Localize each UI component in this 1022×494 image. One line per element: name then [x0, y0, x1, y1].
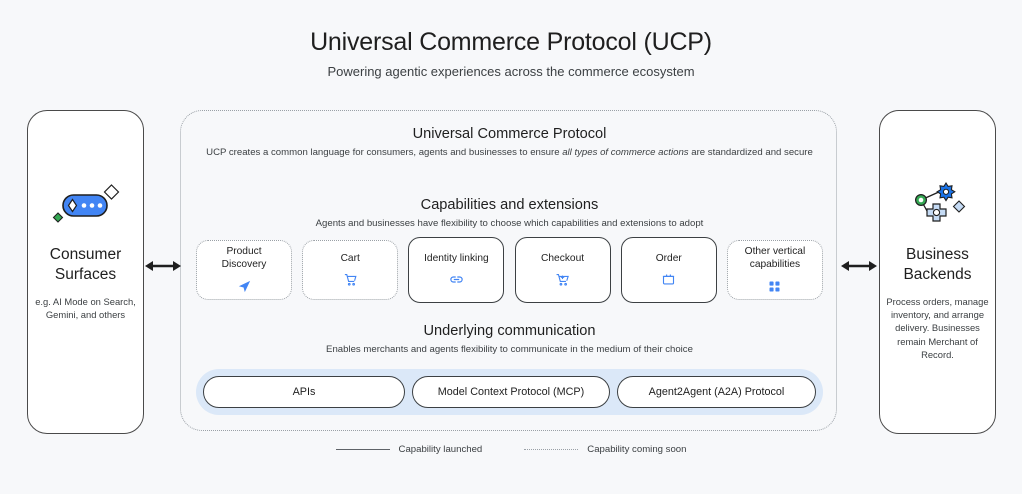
- communication-subtitle: Enables merchants and agents flexibility…: [326, 344, 693, 355]
- capability-row: Product Discovery Cart: [196, 237, 823, 303]
- communication-title: Underlying communication: [423, 323, 596, 339]
- business-backends-panel[interactable]: Business Backends Process orders, manage…: [879, 110, 996, 434]
- consumer-surfaces-panel[interactable]: Consumer Surfaces e.g. AI Mode on Search…: [27, 110, 144, 434]
- capability-label: Checkout: [541, 253, 584, 266]
- business-backends-heading: Business Backends: [903, 245, 971, 285]
- heading-line-2: Surfaces: [54, 265, 117, 283]
- capability-label-line-1: Other vertical: [744, 246, 806, 258]
- protocol-mcp[interactable]: Model Context Protocol (MCP): [412, 376, 610, 408]
- communication-block: Underlying communication Enables merchan…: [181, 323, 838, 357]
- capability-identity-linking[interactable]: Identity linking: [408, 237, 505, 303]
- consumer-surfaces-description: e.g. AI Mode on Search, Gemini, and othe…: [35, 295, 136, 320]
- legend-label: Capability coming soon: [587, 444, 687, 455]
- legend-label: Capability launched: [398, 444, 483, 455]
- legend-solid-rule: [335, 449, 390, 450]
- left-bidirectional-arrow: [144, 253, 182, 279]
- heading-line-1: Business: [906, 246, 969, 263]
- right-bidirectional-arrow: [840, 253, 878, 279]
- grid-dots-icon: [767, 279, 782, 294]
- heading-line-1: Consumer: [49, 246, 122, 263]
- cart-checkout-icon: [555, 272, 570, 287]
- heading-line-2: Backends: [903, 265, 972, 283]
- chat-pill-sparkle-icon: [49, 181, 123, 233]
- page-title: Universal Commerce Protocol (UCP): [310, 28, 712, 56]
- page-subtitle: Powering agentic experiences across the …: [327, 64, 695, 79]
- order-box-icon: [661, 272, 676, 287]
- ucp-section-subtitle: UCP creates a common language for consum…: [181, 146, 838, 160]
- consumer-surfaces-heading: Consumer Surfaces: [50, 245, 122, 285]
- protocol-apis[interactable]: APIs: [203, 376, 405, 408]
- legend-dotted-rule: [524, 449, 579, 450]
- protocol-a2a[interactable]: Agent2Agent (A2A) Protocol: [617, 376, 816, 408]
- capabilities-block: Capabilities and extensions Agents and b…: [181, 197, 838, 231]
- legend: Capability launched Capability coming so…: [0, 444, 1022, 455]
- capability-label: Other vertical capabilities: [745, 246, 806, 271]
- capability-label-line-1: Identity linking: [424, 252, 489, 264]
- capability-label: Order: [656, 253, 682, 266]
- ucp-sub-part1: UCP creates a common language for consum…: [206, 147, 563, 158]
- business-backends-description: Process orders, manage inventory, and ar…: [886, 295, 989, 361]
- ucp-section-title: Universal Commerce Protocol: [412, 126, 607, 142]
- capability-product-discovery[interactable]: Product Discovery: [196, 240, 292, 300]
- capability-label-line-1: Checkout: [541, 252, 585, 264]
- send-explore-icon: [237, 279, 252, 294]
- capability-label: Product Discovery: [222, 246, 267, 271]
- ucp-intro-block: Universal Commerce Protocol UCP creates …: [181, 126, 838, 160]
- capability-label-line-1: Order: [655, 252, 682, 264]
- capability-cart[interactable]: Cart: [302, 240, 399, 300]
- capability-checkout[interactable]: Checkout: [514, 237, 611, 303]
- capability-label: Identity linking: [424, 253, 489, 266]
- capabilities-subtitle: Agents and businesses have flexibility t…: [315, 218, 704, 229]
- capability-label-line-2: Discovery: [221, 259, 267, 270]
- capability-label-line-1: Product: [226, 246, 262, 258]
- ucp-sub-emphasis: all types of commerce actions: [562, 147, 689, 158]
- protocol-band: APIs Model Context Protocol (MCP) Agent2…: [196, 369, 823, 415]
- capability-label-line-2: capabilities: [749, 259, 801, 270]
- legend-item-launched: Capability launched: [335, 444, 483, 455]
- gears-sparkle-icon: [901, 181, 975, 233]
- legend-item-coming-soon: Capability coming soon: [524, 444, 686, 455]
- ucp-sub-part2: are standardized and secure: [688, 147, 813, 158]
- ucp-container: Universal Commerce Protocol UCP creates …: [180, 110, 837, 431]
- capability-label-line-1: Cart: [340, 252, 360, 264]
- shopping-cart-icon: [343, 272, 358, 287]
- capabilities-title: Capabilities and extensions: [420, 197, 599, 213]
- capability-other-vertical[interactable]: Other vertical capabilities: [726, 240, 823, 300]
- capability-order[interactable]: Order: [620, 237, 717, 303]
- link-icon: [449, 272, 464, 287]
- capability-label: Cart: [341, 253, 360, 266]
